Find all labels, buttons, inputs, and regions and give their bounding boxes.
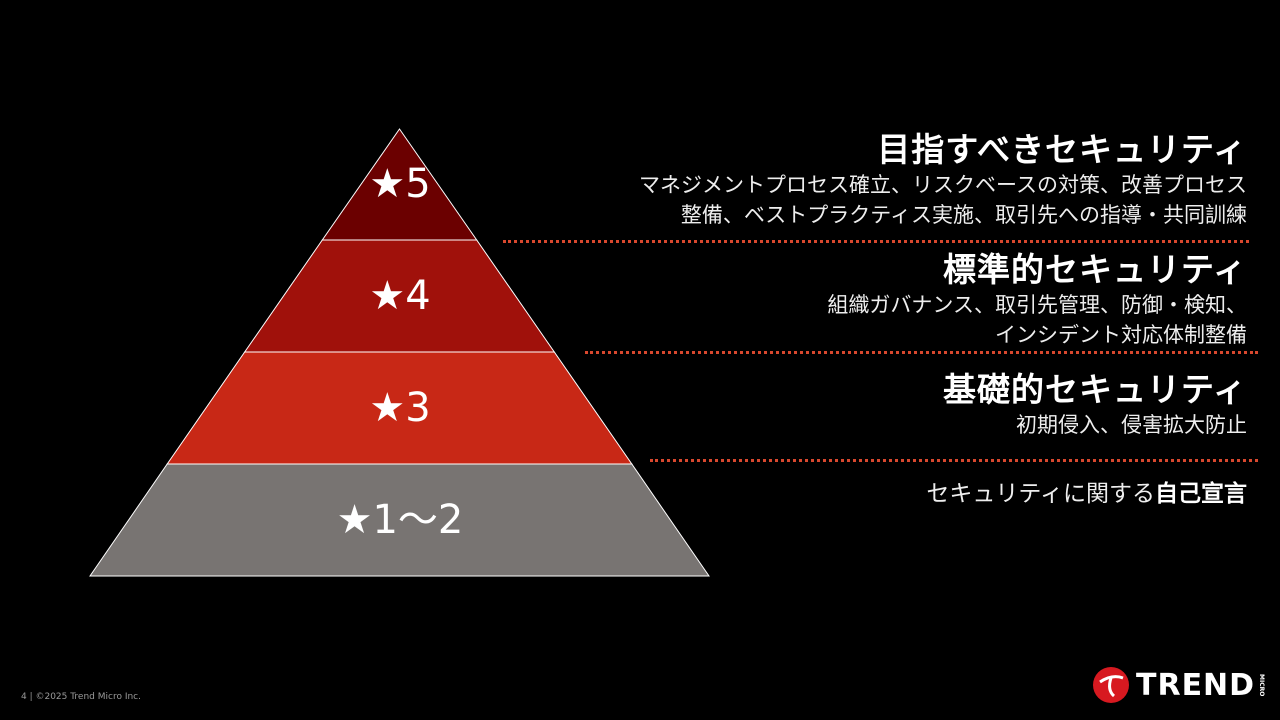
logo-micro: MICRO: [1258, 673, 1266, 697]
divider: [650, 459, 1258, 462]
tier-desc: セキュリティに関する: [926, 481, 1155, 507]
tier-5-block: 目指すべきセキュリティ マネジメントプロセス確立、リスクベースの対策、改善プロセ…: [639, 130, 1247, 230]
tier-desc: 組織ガバナンス、取引先管理、防御・検知、: [827, 293, 1247, 317]
tier-emphasis: 自己宣言: [1155, 481, 1247, 507]
level-4-label: ★4: [369, 273, 431, 319]
tier-3-block: 基礎的セキュリティ 初期侵入、侵害拡大防止: [943, 370, 1247, 440]
tier-title: 目指すべきセキュリティ: [877, 130, 1247, 169]
tier-desc: マネジメントプロセス確立、リスクベースの対策、改善プロセス: [639, 173, 1247, 197]
tier-desc: 初期侵入、侵害拡大防止: [1016, 413, 1247, 437]
tier-desc: 整備、ベストプラクティス実施、取引先への指導・共同訓練: [680, 203, 1247, 227]
tier-4-block: 標準的セキュリティ 組織ガバナンス、取引先管理、防御・検知、 インシデント対応体…: [827, 250, 1247, 350]
trend-logo-icon: [1093, 667, 1129, 703]
divider: [503, 240, 1249, 243]
level-3-label: ★3: [369, 385, 431, 431]
tier-title: 基礎的セキュリティ: [942, 370, 1247, 409]
level-1-2-label: ★1〜2: [336, 497, 464, 543]
security-pyramid: [89, 128, 710, 577]
divider: [585, 351, 1258, 354]
tier-desc: インシデント対応体制整備: [995, 323, 1247, 347]
footer: 4 | ©2025 Trend Micro Inc.: [21, 692, 141, 702]
level-5-label: ★5: [369, 161, 431, 207]
trend-micro-logo: TREND MICRO: [1092, 666, 1265, 704]
pyramid-level-1-2: [89, 463, 710, 577]
logo-text: TREND: [1136, 667, 1256, 703]
tier-1-2-block: セキュリティに関する自己宣言: [926, 479, 1247, 509]
tier-title: 標準的セキュリティ: [942, 250, 1247, 289]
